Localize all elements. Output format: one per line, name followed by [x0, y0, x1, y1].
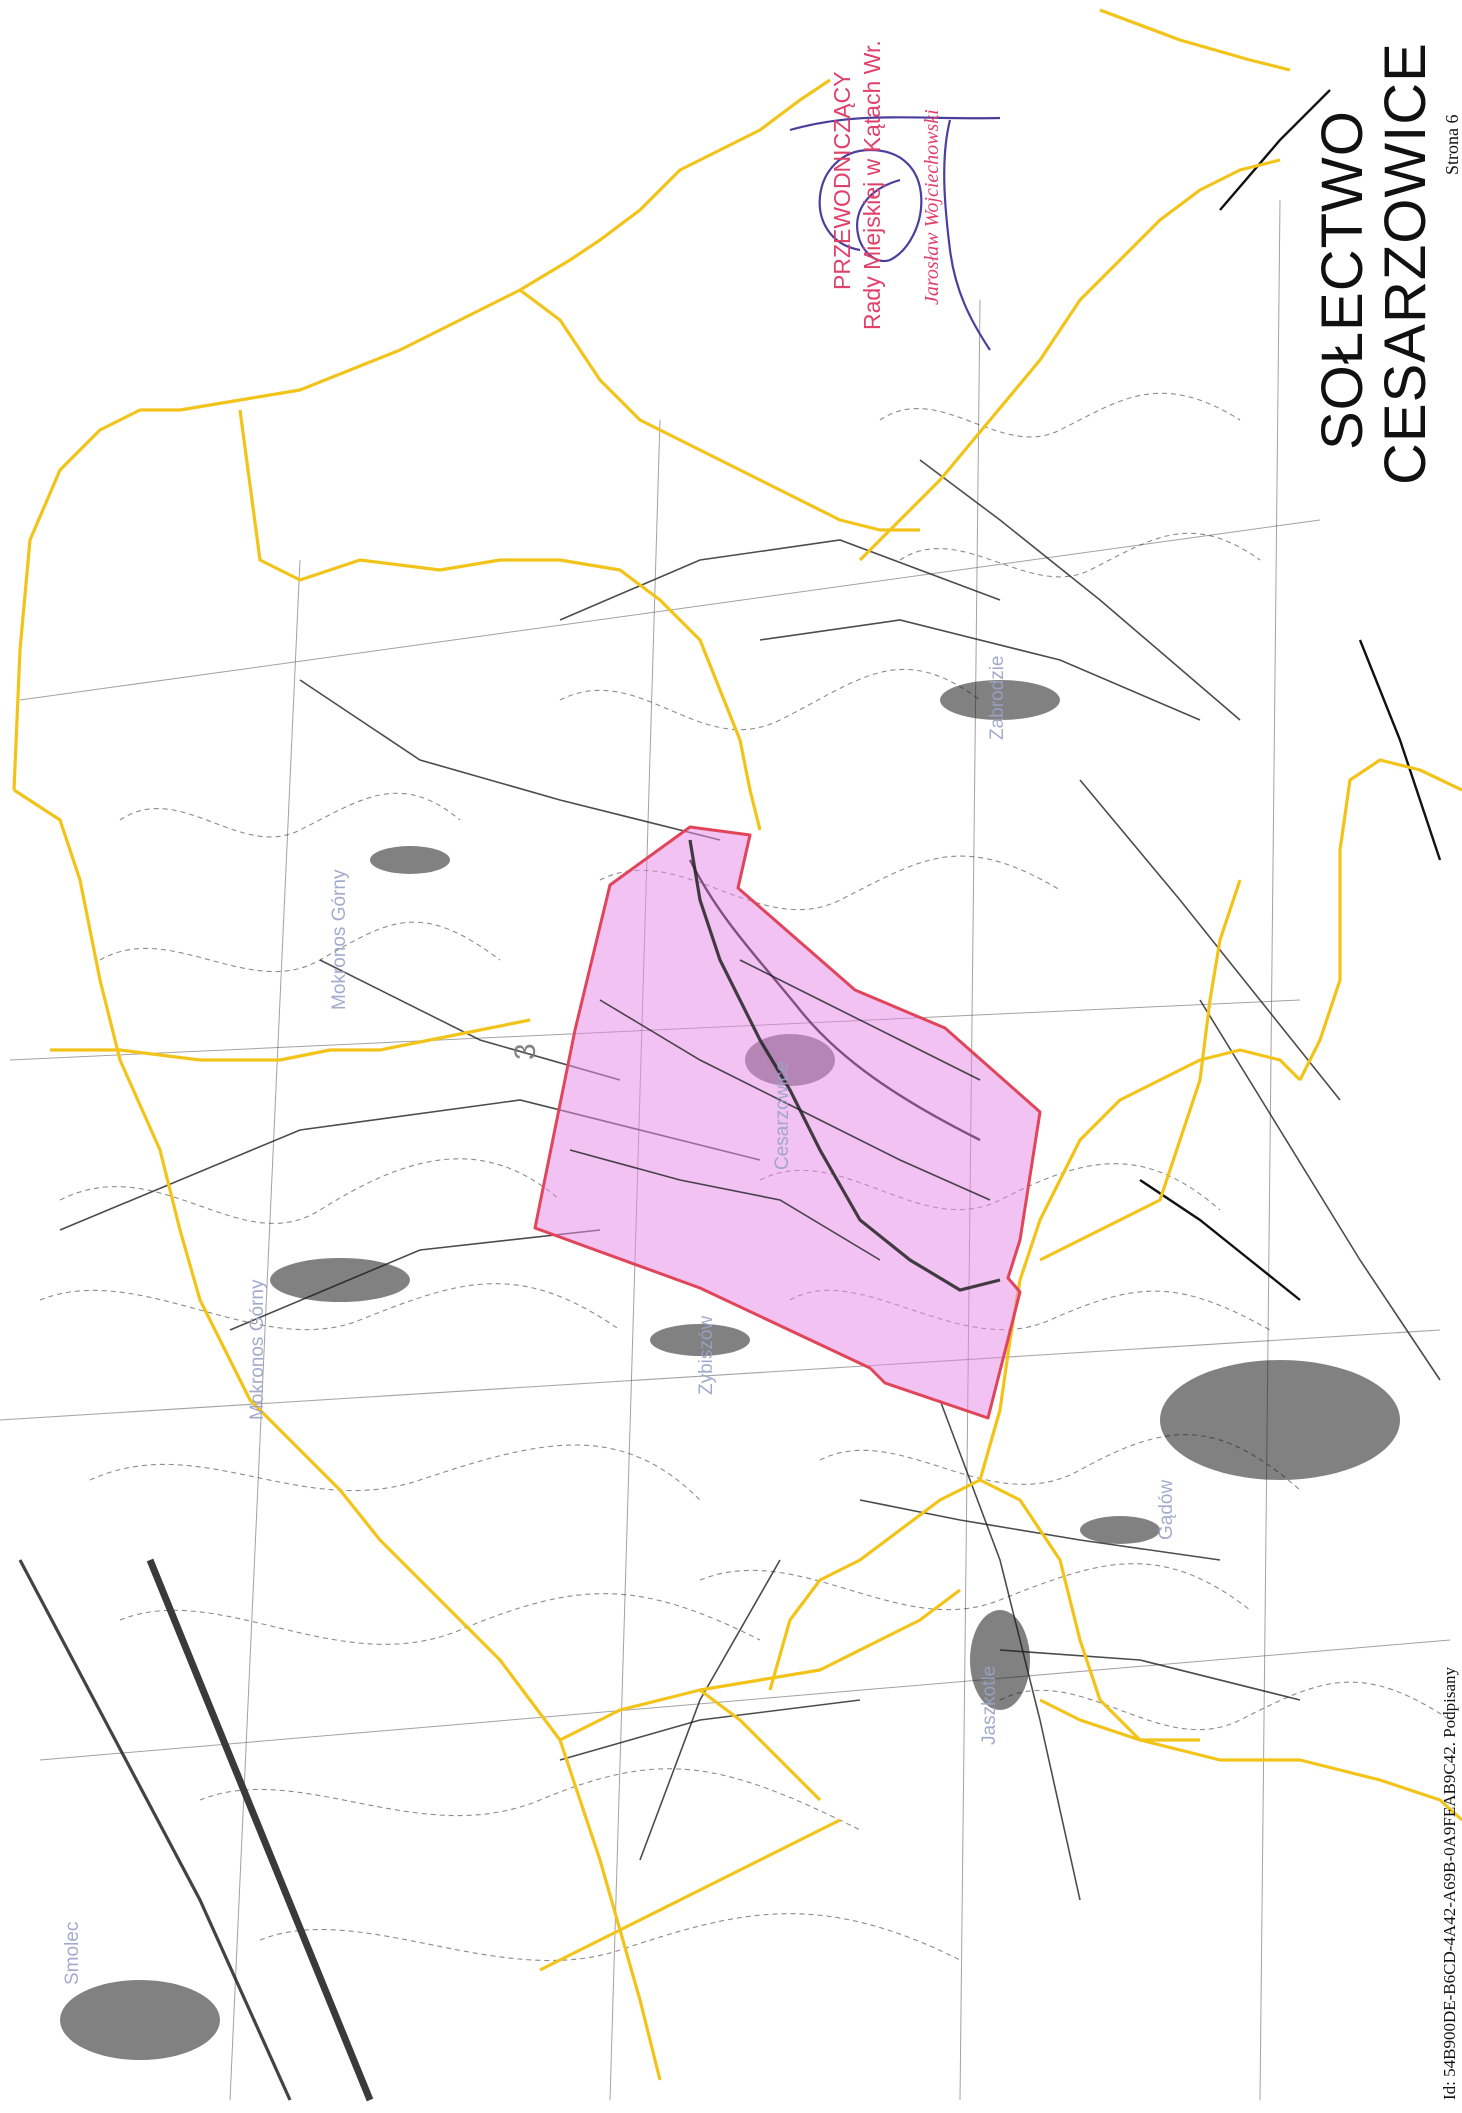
- boundary-west: [13, 788, 662, 2081]
- sheet-title-block: SOŁECTWO CESARZOWICE Strona 6: [1310, 42, 1462, 485]
- signature-stroke: [789, 116, 1001, 132]
- highlighted-solectwo-area[interactable]: [533, 825, 1042, 1420]
- boundary-middle: [50, 1018, 531, 1062]
- place-label-gadow: Gądów: [1156, 1480, 1177, 1540]
- main-road: [18, 1559, 292, 2101]
- stamp-title: PRZEWODNICZĄCY: [829, 72, 855, 291]
- boundary-north-east: [519, 288, 920, 532]
- boundary-south: [768, 1478, 1462, 1822]
- stamp-signatory-name: Jarosław Wojciechowski: [921, 109, 943, 305]
- place-label-zabrodzie: Zabrodzie: [987, 656, 1008, 741]
- place-label-cesarzowice: Cesarzowice: [772, 1061, 793, 1170]
- sheet-title-line2: CESARZOWICE: [1373, 42, 1438, 485]
- place-label-mokronos-gorny-east: Mokronos Górny: [329, 869, 350, 1010]
- boundary-top-right: [1099, 8, 1291, 72]
- page-number: Strona 6: [1442, 115, 1462, 176]
- place-labels: Smolec Mokronos Górny Mokronos Górny Ces…: [62, 656, 1177, 1986]
- boundary-east-jaszkotle: [978, 1048, 1302, 1481]
- solectwo-boundaries: [12, 8, 1462, 2081]
- boundary-north-mokronos: [12, 78, 831, 791]
- village-clusters: [60, 680, 1400, 2060]
- railway-line: [146, 1558, 374, 2102]
- place-label-smolec: Smolec: [62, 1922, 83, 1985]
- boundary-gadow-lower: [1039, 1698, 1200, 1742]
- council-stamp: PRZEWODNICZĄCY Rady Miejskiej w Kątach W…: [789, 40, 1001, 351]
- boundary-south-west: [539, 1818, 841, 1972]
- place-label-zybiszow: Zybiszów: [696, 1316, 717, 1395]
- stamp-council: Rady Miejskiej w Kątach Wr.: [859, 40, 885, 330]
- place-label-jaszkotle: Jaszkotle: [979, 1666, 1000, 1745]
- place-label-mokronos-gorny-west: Mokronos Górny: [247, 1279, 268, 1420]
- sheet-title-line1: SOŁECTWO: [1310, 110, 1375, 450]
- boundary-south-inner: [559, 1588, 961, 1742]
- boundary-east-cesarzowice: [1039, 879, 1242, 1262]
- highlighted-area-roads: [569, 839, 1001, 1292]
- boundary-east-gadow: [1298, 758, 1462, 1081]
- place-label-grid-3: 3: [509, 1043, 542, 1060]
- document-id-footer: Id: 54B900DE-B6CD-4A42-A69B-0A9FEAB9C42.…: [1440, 1666, 1459, 2100]
- boundary-north-inner: [238, 409, 762, 831]
- boundary-ne-curve: [858, 158, 1281, 562]
- boundary-south-lower: [699, 1688, 822, 1802]
